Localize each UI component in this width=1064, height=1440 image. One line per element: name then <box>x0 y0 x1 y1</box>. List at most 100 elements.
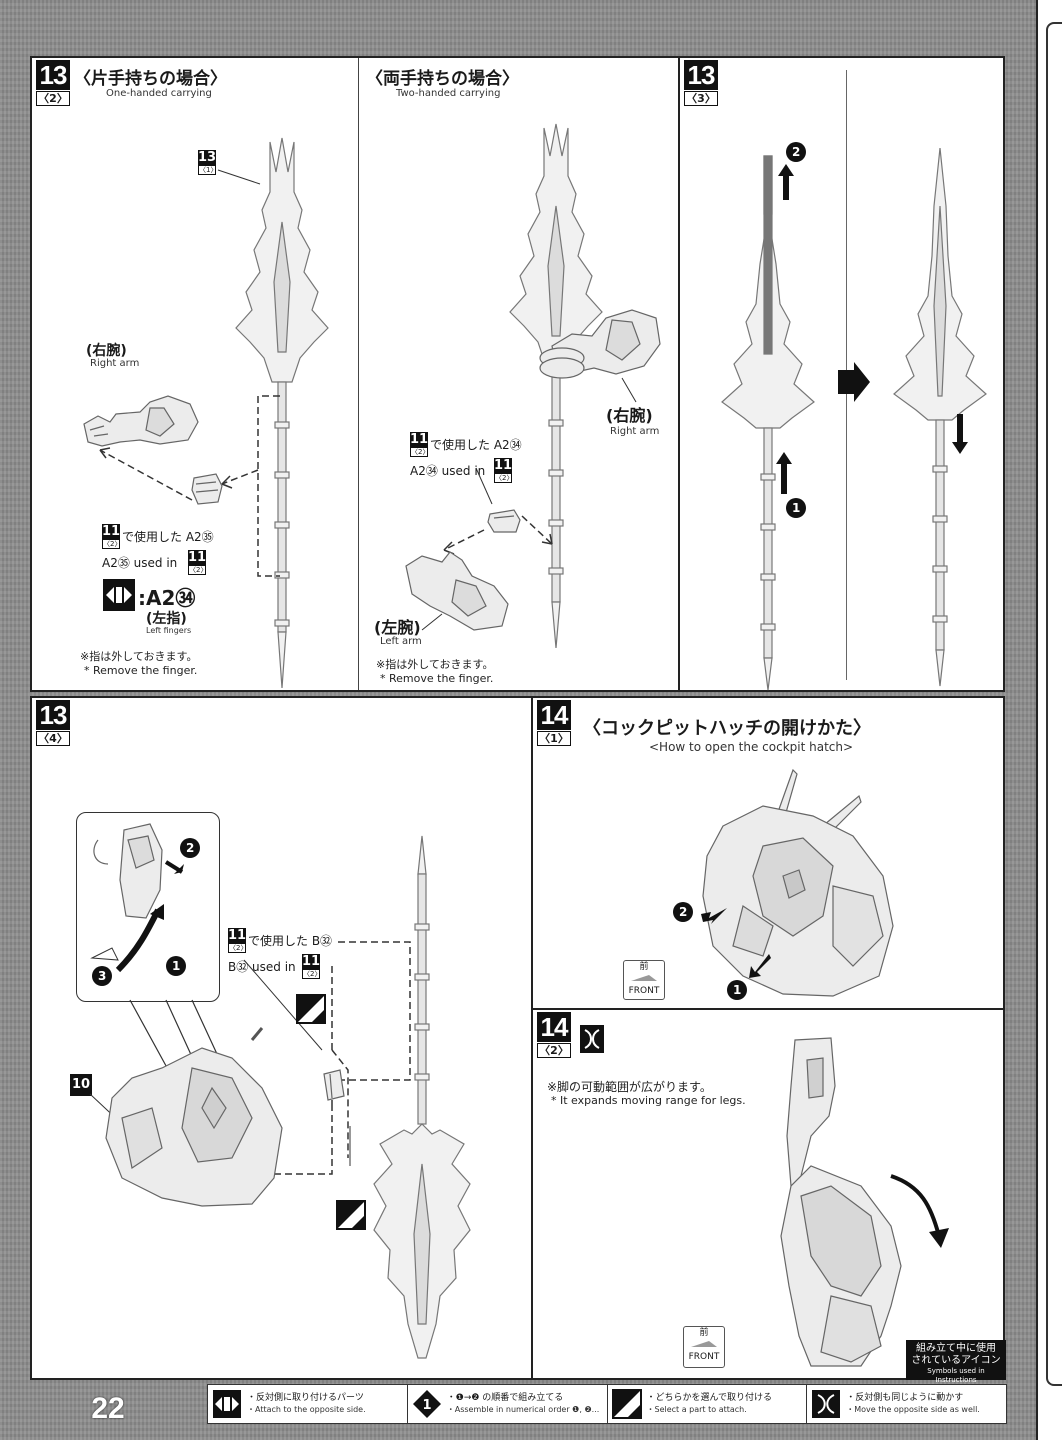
move-opposite-icon <box>812 1390 841 1418</box>
left-fingers-label: (左指) <box>146 611 187 627</box>
part-usage-note: で使用した B㉜ <box>248 934 333 948</box>
finger-part-illustration <box>487 509 521 533</box>
numerical-order-icon: 1 <box>412 1390 441 1418</box>
section-title: 〈コックピットハッチの開けかた〉 <box>583 718 871 739</box>
step-reference: 11 〈2〉 <box>102 524 122 549</box>
step-sub-number: 〈4〉 <box>36 731 70 746</box>
select-part-icon <box>296 994 326 1024</box>
front-indicator: 前 FRONT <box>683 1326 725 1368</box>
torso-illustration <box>105 1027 283 1207</box>
direction-arrow <box>776 452 792 494</box>
divider <box>358 58 359 690</box>
step-reference: 11 〈2〉 <box>228 928 248 953</box>
front-indicator: 前 FRONT <box>623 960 665 1000</box>
part-usage-note-en: A2㉞ used in <box>410 464 486 478</box>
step-number: 14 <box>537 1012 571 1042</box>
callout-leader <box>129 941 411 1175</box>
page-number: 22 <box>91 1392 125 1425</box>
step-reference: 11 〈2〉 <box>302 954 322 979</box>
right-arm-label-en: Right arm <box>610 426 660 437</box>
section-title: 〈両手持ちの場合〉 <box>366 69 519 89</box>
right-arm-label-en: Right arm <box>90 358 140 369</box>
step-badge: 14 〈1〉 <box>537 700 571 746</box>
step-number: 14 <box>537 700 571 730</box>
divider <box>678 58 680 690</box>
right-arm-illustration <box>83 395 199 447</box>
panel-step-14-1: 14 〈1〉 〈コックピットハッチの開けかた〉 <How to open the… <box>531 696 1005 1010</box>
right-arm-illustration <box>539 309 661 379</box>
part-usage-note: で使用した A2㉟ <box>122 530 214 544</box>
step-number: 13 <box>36 700 70 730</box>
step-sub-number: 〈2〉 <box>537 1043 571 1058</box>
note-jp: ※脚の可動範囲が広がります。 <box>547 1080 712 1094</box>
step-reference: 11 〈2〉 <box>410 432 430 457</box>
icon-legend: ・反対側に取り付けるパーツ ・Attach to the opposite si… <box>207 1384 1007 1424</box>
foot-icon <box>691 1341 717 1347</box>
direction-arrow <box>952 414 968 454</box>
section-subtitle: Two-handed carrying <box>396 88 501 99</box>
page-edge-strip <box>1036 0 1064 1440</box>
step-sub-number: 〈2〉 <box>36 91 70 106</box>
hatch-detail-illustration <box>90 823 184 973</box>
step-reference: 11 〈2〉 <box>188 550 208 575</box>
icon-legend-heading: 組み立て中に使用 されているアイコン Symbols used in Instr… <box>906 1340 1006 1384</box>
select-part-icon <box>336 1200 366 1230</box>
panel-step-13-4: 13 〈4〉 2 1 3 11 〈2〉 で使用した B㉜ B㉜ used in … <box>30 696 533 1380</box>
mech-torso-illustration <box>702 768 894 997</box>
clip-part-illustration <box>323 1069 345 1101</box>
left-arm-label-en: Left arm <box>380 636 422 647</box>
spear-illustration <box>235 137 329 689</box>
svg-text:1: 1 <box>422 1398 431 1413</box>
step-reference: 10 <box>70 1074 92 1096</box>
move-opposite-icon <box>580 1025 604 1053</box>
step-badge: 13 〈3〉 <box>684 60 718 106</box>
legend-item: 1 ・❶→❷ の順番で組み立てる ・Assemble in numerical … <box>408 1385 608 1423</box>
section-subtitle: One-handed carrying <box>106 88 212 99</box>
note-jp: ※指は外しておきます。 <box>80 650 198 663</box>
right-arm-label: (右腕) <box>606 406 653 425</box>
panel-step-14-2: 14 〈2〉 ※脚の可動範囲が広がります。 * It expands movin… <box>531 1008 1005 1380</box>
leader-line <box>217 169 261 185</box>
step-reference: 11 〈2〉 <box>494 458 514 483</box>
step-badge: 14 〈2〉 <box>537 1012 571 1058</box>
section-title: 〈片手持ちの場合〉 <box>74 69 227 89</box>
spear-extended-illustration <box>721 155 815 691</box>
left-arm-illustration <box>405 551 509 631</box>
step-reference: 13 〈1〉 <box>198 150 218 175</box>
opposite-side-icon <box>213 1390 241 1418</box>
direction-arrow <box>778 164 794 200</box>
note-en: * Remove the finger. <box>380 672 494 685</box>
step-badge: 13 〈2〉 <box>36 60 70 106</box>
finger-part-illustration <box>191 473 223 505</box>
legend-item: ・反対側も同じように動かす ・Move the opposite side as… <box>807 1385 1006 1423</box>
right-arm-label: (右腕) <box>86 343 127 359</box>
spear-retracted-illustration <box>893 147 987 687</box>
step-number: 13 <box>36 60 70 90</box>
part-usage-note-en: A2㉟ used in <box>102 556 178 570</box>
leg-illustration <box>780 1037 949 1367</box>
note-en: * Remove the finger. <box>84 664 198 677</box>
step-sub-number: 〈3〉 <box>684 91 718 106</box>
direction-arrow <box>749 954 771 978</box>
part-usage-note: で使用した A2㉞ <box>430 438 522 452</box>
panel-step-13-2: 13 〈2〉 〈片手持ちの場合〉 One-handed carrying 13 … <box>30 56 1005 692</box>
step-sub-number: 〈1〉 <box>537 731 571 746</box>
leader-line <box>421 377 637 631</box>
note-en: * It expands moving range for legs. <box>551 1094 746 1107</box>
step-number: 13 <box>684 60 718 90</box>
step-badge: 13 〈4〉 <box>36 700 70 746</box>
swap-part-label: :A2㉞ <box>138 586 196 610</box>
foot-icon <box>631 975 657 981</box>
opposite-side-icon <box>103 579 135 611</box>
legend-item: ・どちらかを選んで取り付ける ・Select a part to attach. <box>608 1385 808 1423</box>
select-part-icon <box>611 1389 642 1419</box>
spear-illustration <box>373 835 471 1359</box>
note-jp: ※指は外しておきます。 <box>376 658 494 671</box>
part-usage-note-en: B㉜ used in <box>228 960 296 974</box>
attachment-guide <box>99 395 280 577</box>
left-arm-label: (左腕) <box>374 618 421 637</box>
transition-arrow <box>838 362 870 402</box>
section-subtitle: <How to open the cockpit hatch> <box>649 740 854 754</box>
left-fingers-label-en: Left fingers <box>146 626 192 635</box>
direction-arrow <box>701 908 727 924</box>
